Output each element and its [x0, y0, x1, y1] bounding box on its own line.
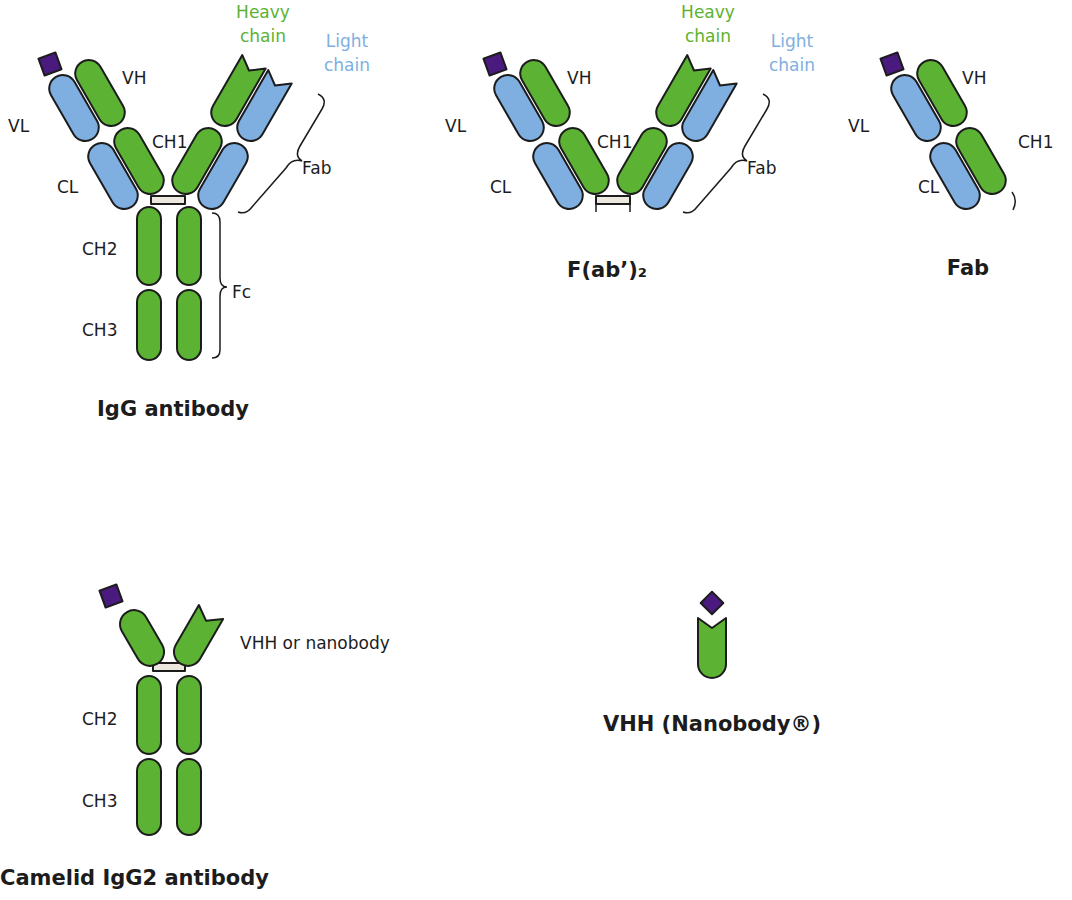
- ch2-domain: [177, 207, 201, 285]
- domain-label: CH2: [82, 237, 117, 261]
- domain-label: CH1: [597, 130, 632, 154]
- domain-label: CH3: [82, 318, 117, 342]
- fab-brace: [238, 94, 324, 213]
- domain-label: VH: [962, 66, 986, 90]
- domain-label: CL: [57, 175, 78, 199]
- nanobody: [698, 592, 726, 678]
- domain-label: CL: [918, 175, 939, 199]
- ch3-domain: [177, 290, 201, 360]
- domain-label: VL: [445, 114, 466, 138]
- domain-label: VHH or nanobody: [240, 631, 390, 655]
- domain-label: CL: [490, 175, 511, 199]
- ch2-domain: [137, 207, 161, 285]
- format-title: Fab: [947, 254, 989, 282]
- format-title: Camelid IgG2 antibody: [0, 864, 269, 892]
- format-title: F(ab’)₂: [567, 256, 647, 284]
- ch2-domain: [177, 676, 201, 754]
- ch2-domain: [137, 676, 161, 754]
- format-title: IgG antibody: [97, 395, 249, 423]
- domain-label: VL: [848, 114, 869, 138]
- ch3-domain: [177, 759, 201, 835]
- format-title: VHH (Nanobody®): [603, 710, 821, 738]
- ch3-domain: [137, 290, 161, 360]
- camelid-antibody: [99, 584, 223, 835]
- domain-label: CH2: [82, 707, 117, 731]
- cut-mark: [596, 196, 630, 212]
- domain-label: CH1: [1018, 130, 1053, 154]
- fab2-fragment: [483, 52, 769, 213]
- domain-label: CH1: [152, 130, 187, 154]
- chain-end: [1012, 192, 1015, 210]
- region-label: Fab: [302, 156, 331, 180]
- vhh-domain: [169, 605, 223, 671]
- chain-label: Heavy chain: [226, 0, 300, 48]
- chain-label: Heavy chain: [671, 0, 745, 48]
- vh-domain: [912, 55, 971, 131]
- fab-arms: [483, 52, 736, 213]
- fc-brace: [212, 213, 227, 358]
- ch3-domain: [137, 759, 161, 835]
- vhh-domain: [698, 618, 726, 678]
- vhh-domain: [115, 605, 169, 671]
- fab-arms: [38, 52, 291, 213]
- domain-label: VH: [122, 66, 146, 90]
- domain-label: VH: [567, 66, 591, 90]
- antigen: [701, 592, 724, 615]
- region-label: Fab: [747, 156, 776, 180]
- chain-label: Light chain: [316, 29, 378, 77]
- domain-label: VL: [8, 114, 29, 138]
- region-label: Fc: [232, 280, 251, 304]
- antigen: [880, 52, 903, 75]
- chain-label: Light chain: [761, 29, 823, 77]
- fab-fragment: [880, 52, 1015, 213]
- antigen: [99, 584, 122, 607]
- ch1-domain: [951, 123, 1010, 199]
- domain-label: CH3: [82, 789, 117, 813]
- igg-antibody: [38, 52, 324, 360]
- fab-brace: [683, 94, 769, 213]
